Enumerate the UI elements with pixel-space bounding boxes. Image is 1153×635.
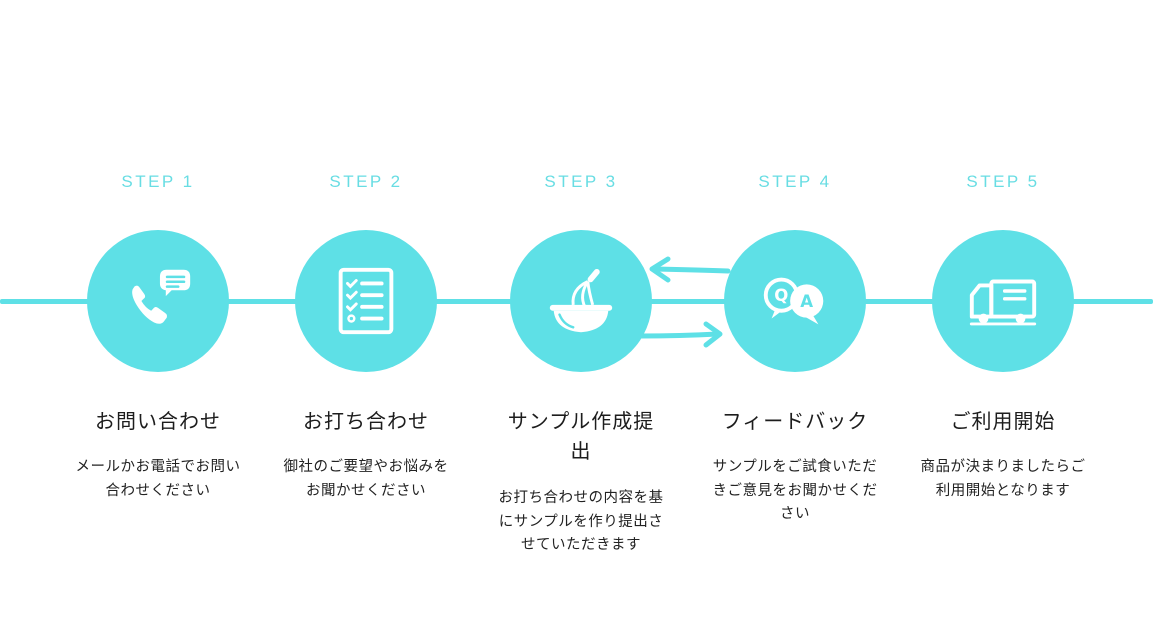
step-desc: サンプルをご試食いただきご意見をお聞かせください [712, 459, 878, 522]
step-desc: お打ち合わせの内容を基にサンプルを作り提出させていただきます [498, 490, 664, 553]
step-label: STEP 4 [758, 172, 832, 191]
step-circle [932, 230, 1074, 372]
step-label: STEP 2 [329, 172, 403, 191]
step-title: フィードバック [721, 409, 869, 433]
step-desc: メールかお電話でお問い合わせください [75, 459, 241, 499]
step-desc: 商品が決まりましたらご利用開始となります [920, 459, 1086, 499]
step-circle: Q A [724, 230, 866, 372]
phone-chat-icon [132, 269, 191, 324]
step-title: お打ち合わせ [303, 409, 429, 433]
whisk-bowl-icon [549, 268, 613, 333]
step-desc: 御社のご要望やお悩みをお聞かせください [283, 459, 449, 499]
delivery-truck-icon [969, 279, 1037, 326]
step-circle [87, 230, 229, 372]
step-circle [295, 230, 437, 372]
svg-text:A: A [800, 292, 813, 311]
step-label: STEP 1 [121, 172, 195, 191]
svg-text:Q: Q [774, 286, 788, 305]
checklist-icon [338, 267, 394, 335]
step-label: STEP 3 [544, 172, 618, 191]
qa-bubbles-icon: Q A [763, 277, 824, 325]
step-circle [510, 230, 652, 372]
step-label: STEP 5 [966, 172, 1040, 191]
step-title: サンプル作成提出 [507, 409, 655, 463]
step-title: お問い合わせ [95, 409, 221, 433]
step-title: ご利用開始 [950, 409, 1056, 433]
